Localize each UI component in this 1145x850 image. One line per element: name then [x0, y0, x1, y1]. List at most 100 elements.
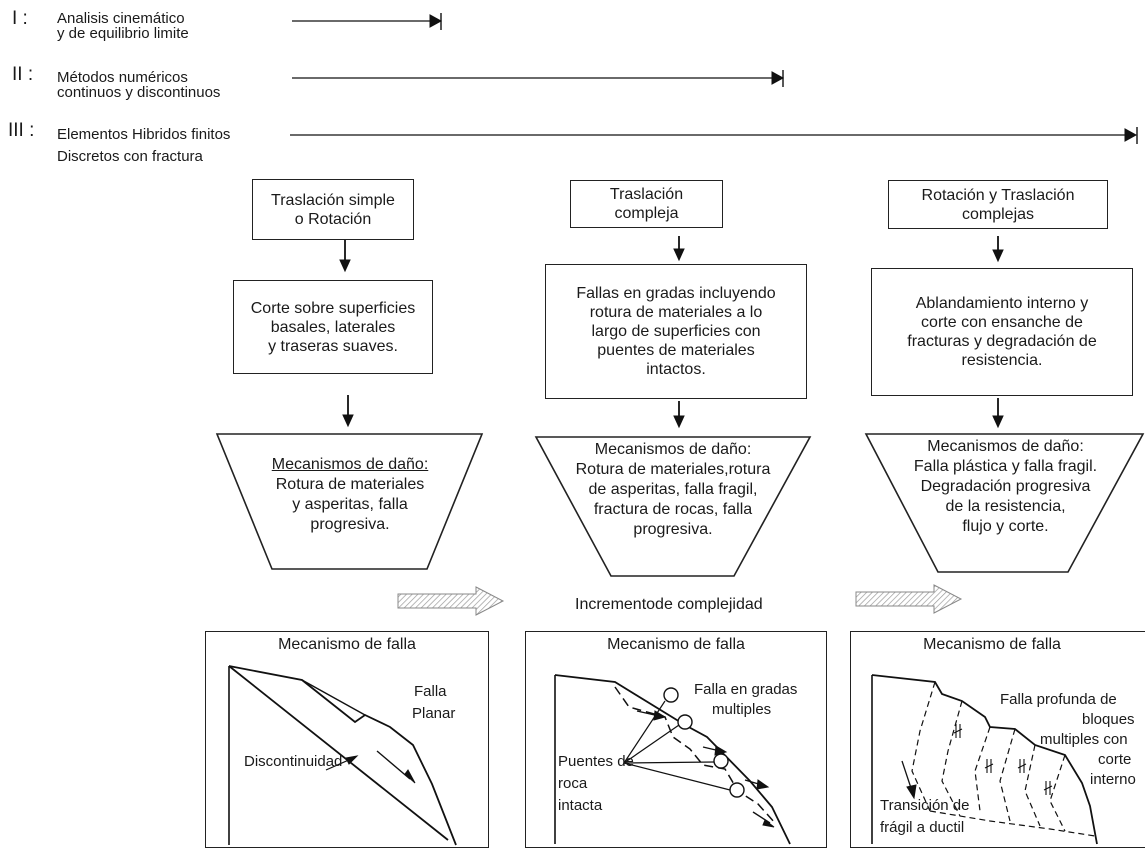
- sliding-arrow: [376, 750, 416, 784]
- pointer-line: [623, 762, 731, 791]
- down-arrow: [992, 236, 1004, 263]
- diagram-label: corte: [1098, 751, 1132, 768]
- damage-line: Rotura de materiales: [275, 476, 425, 493]
- planar-failure-diagram: [228, 665, 457, 846]
- down-arrow: [342, 395, 354, 428]
- complexity-arrow: [397, 586, 505, 616]
- damage-trapezoid: [864, 433, 1145, 573]
- pointer-line: [623, 700, 666, 764]
- diagram-label: Transición de: [880, 797, 970, 814]
- box-text-line: Fallas en gradas incluyendo: [576, 285, 776, 302]
- discontinuity-pointer-arrow: [325, 755, 359, 771]
- box-text-line: intactos.: [646, 361, 706, 378]
- diagram-label: bloques: [1082, 711, 1135, 728]
- method-label-line: y de equilibrio limite: [57, 25, 189, 42]
- damage-text: Mecanismos de daño: Rotura de materiales…: [548, 440, 798, 540]
- stepped-failure-surface: [614, 686, 776, 824]
- diagram-label: Planar: [412, 705, 456, 722]
- failure-type-box: Rotación y Traslación complejas: [888, 180, 1108, 229]
- box-text-line: Traslación simple: [271, 191, 395, 209]
- down-arrow: [992, 398, 1004, 429]
- method-timeline-arrows: [290, 13, 1138, 144]
- damage-line: Degradación progresiva: [920, 478, 1091, 495]
- damage-trapezoid: [215, 433, 484, 570]
- method-numeral: II :: [12, 64, 34, 85]
- slope-surface: [554, 674, 791, 845]
- slope-surface: [228, 665, 457, 846]
- rock-bridge: [677, 714, 693, 730]
- diagram-label: multiples con: [1040, 731, 1128, 748]
- diagram-label: intacta: [558, 797, 603, 814]
- pointer-line: [623, 761, 715, 764]
- diagram-label: interno: [1090, 771, 1136, 788]
- method-label-line: continuos y discontinuos: [57, 84, 221, 101]
- box-text-line: Ablandamiento interno y: [915, 295, 1089, 312]
- panel-title: Mecanismo de falla: [278, 636, 416, 653]
- box-text-line: corte con ensanche de: [921, 314, 1083, 331]
- shear-marks: [953, 724, 1053, 795]
- movement-arrow: [752, 811, 775, 828]
- box-text-line: resistencia.: [961, 352, 1043, 369]
- discontinuity-plane: [228, 665, 449, 841]
- box-text-line: compleja: [614, 205, 679, 222]
- damage-line: de la resistencia,: [945, 498, 1066, 515]
- down-arrow: [673, 236, 685, 262]
- method-label-line: Métodos numéricos: [57, 69, 188, 86]
- panel-title: Mecanismo de falla: [607, 636, 745, 653]
- damage-line: y asperitas, falla: [292, 496, 408, 513]
- movement-arrow: [901, 760, 917, 800]
- diagram-label: Falla en gradas: [694, 681, 798, 698]
- complexity-arrow: [855, 584, 963, 614]
- damage-heading: Mecanismos de daño:: [271, 456, 429, 473]
- diagram-label: Falla profunda de: [1000, 691, 1117, 708]
- box-text-line: basales, laterales: [270, 318, 396, 336]
- diagram-label: Discontinuidad: [244, 753, 343, 770]
- timeline-arrow-3: [290, 127, 1138, 144]
- damage-heading: Mecanismos de daño:: [594, 441, 752, 458]
- rock-bridge: [729, 782, 745, 798]
- method-numeral: I :: [12, 8, 28, 29]
- box-text-line: Corte sobre superficies: [250, 299, 416, 317]
- damage-line: progresiva.: [310, 516, 390, 533]
- box-text-line: puentes de materiales: [597, 342, 755, 359]
- box-text-line: y traseras suaves.: [268, 337, 398, 355]
- box-text-line: Rotación y Traslación: [921, 186, 1075, 204]
- rock-bridge: [663, 687, 679, 703]
- damage-line: progresiva.: [633, 521, 713, 538]
- process-box: Fallas en gradas incluyendo rotura de ma…: [545, 264, 807, 399]
- mechanism-panel: [525, 631, 827, 848]
- box-text-line: largo de superficies con: [591, 323, 761, 340]
- damage-line: flujo y corte.: [962, 518, 1049, 535]
- box-text-line: o Rotación: [294, 210, 372, 228]
- damage-heading: Mecanismos de daño:: [927, 438, 1084, 455]
- panel-title: Mecanismo de falla: [923, 636, 1061, 653]
- box-text-line: complejas: [961, 205, 1035, 223]
- box-text-line: fracturas y degradación de: [907, 333, 1097, 350]
- sliding-block-edge: [301, 679, 366, 716]
- damage-text: Mecanismos de daño: Rotura de materiales…: [230, 455, 470, 535]
- movement-arrow: [744, 779, 770, 790]
- failure-type-box: Traslación compleja: [570, 180, 723, 228]
- rock-bridge: [713, 753, 729, 769]
- damage-line: de asperitas, falla fragil,: [588, 481, 758, 498]
- method-label-line: Elementos Hibridos finitos: [57, 126, 231, 143]
- damage-line: Falla plástica y falla fragil.: [913, 458, 1098, 475]
- down-arrow: [339, 240, 351, 273]
- timeline-arrow-1: [292, 13, 443, 30]
- damage-line: fractura de rocas, falla: [593, 501, 753, 518]
- method-label-line: Discretos con fractura: [57, 148, 203, 165]
- diagram-label: roca: [558, 775, 588, 792]
- method-numeral: III :: [8, 120, 35, 141]
- diagram-label: Falla: [414, 683, 447, 700]
- complex-failure-diagram: [871, 674, 1098, 845]
- slope-surface: [871, 674, 1098, 845]
- method-label-line: Analisis cinemático: [57, 10, 185, 27]
- damage-trapezoid: [534, 436, 812, 577]
- fracture-lines: [911, 681, 1096, 837]
- failure-type-box: Traslación simple o Rotación: [252, 179, 414, 240]
- complexity-label: Incrementode complejidad: [575, 596, 763, 613]
- damage-line: Rotura de materiales,rotura: [575, 461, 771, 478]
- box-text-line: Traslación: [609, 186, 684, 203]
- process-box: Corte sobre superficies basales, lateral…: [233, 280, 433, 374]
- damage-text: Mecanismos de daño: Falla plástica y fal…: [878, 437, 1133, 537]
